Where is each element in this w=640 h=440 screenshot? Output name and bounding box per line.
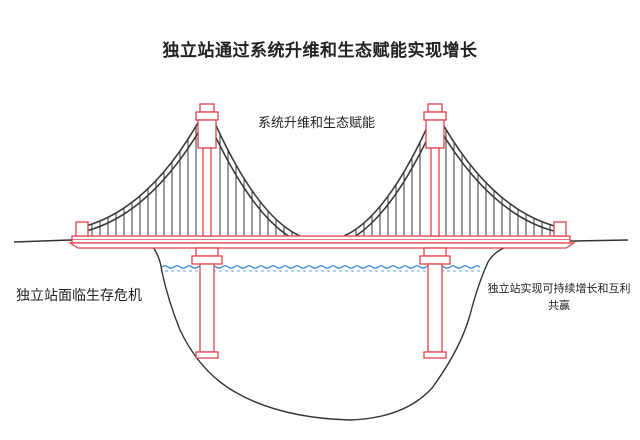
diagram-title: 独立站通过系统升维和生态赋能实现增长 — [162, 41, 478, 61]
label-system-upgrade: 系统升维和生态赋能 — [258, 116, 376, 131]
anchor-blocks — [75, 221, 567, 237]
label-survival-crisis: 独立站面临生存危机 — [16, 288, 142, 304]
suspender-cables — [91, 126, 551, 236]
canyon-outline — [13, 239, 629, 421]
main-cables — [77, 111, 563, 248]
right-tower — [419, 103, 451, 359]
left-tower — [191, 103, 223, 359]
bridge-deck — [67, 235, 577, 249]
water-line — [161, 265, 481, 269]
label-sustainable-growth: 独立站实现可持续增长和互利共赢 — [487, 282, 631, 312]
